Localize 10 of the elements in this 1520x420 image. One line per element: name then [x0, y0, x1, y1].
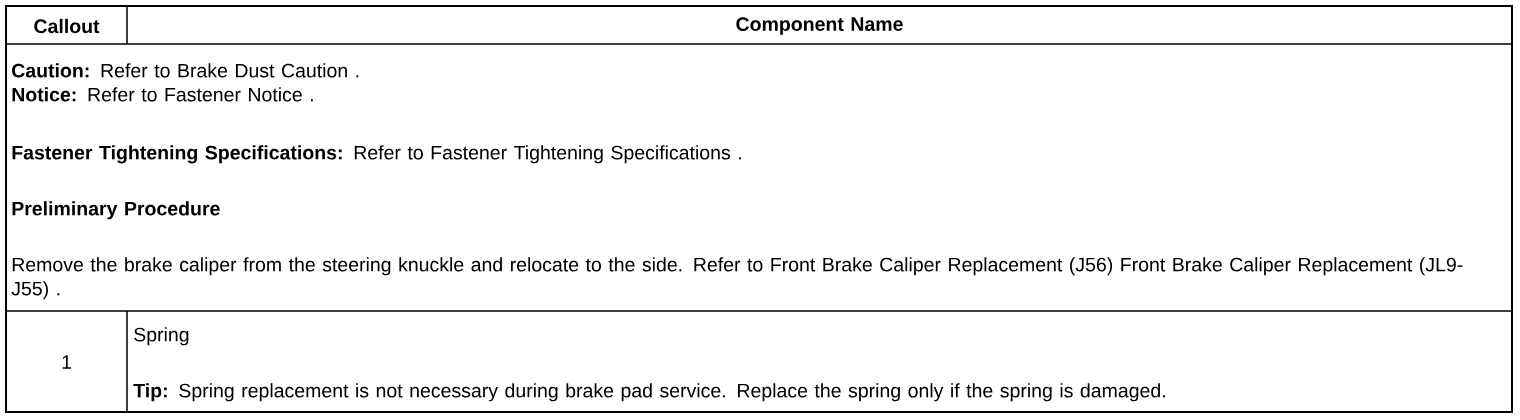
header-cell: Component Name: [736, 17, 903, 35]
note-text: Notice: Refer to Fastener Notice .: [12, 87, 313, 102]
note-text: Fastener Tightening Specifications: Refer to Fastener Tightening Specifications .: [12, 145, 741, 164]
note-text: Caution: Refer to Brake Dust Caution .: [12, 63, 359, 78]
procedure-text: Remove the brake caliper from the steering knuckle and relocate to the side. Refer to Front Brake Caliper Replacement (J56) Front Brake Caliper Replacement (JL9-J55) .: [11, 257, 1463, 300]
section-heading: Preliminary Procedure: [12, 201, 220, 220]
component-name: Spring: [134, 327, 189, 346]
callout-number: 1: [62, 355, 71, 369]
header-cell: Callout: [34, 18, 100, 34]
tip-text: Tip: Spring replacement is not necessary during brake pad service. Replace the spring only if the spring is damaged.: [133, 383, 1165, 402]
